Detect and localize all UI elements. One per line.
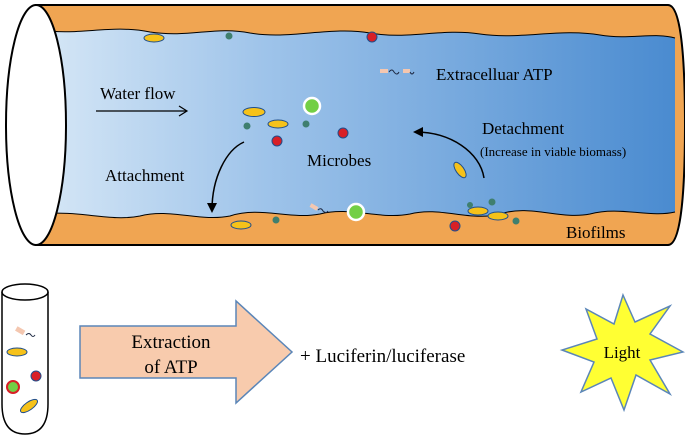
microbe: [6, 347, 28, 357]
microbe: [488, 198, 496, 206]
microbe: [302, 96, 322, 116]
pipe-microbes: [143, 31, 520, 232]
microbe: [453, 161, 467, 179]
microbe: [267, 119, 289, 129]
microbe: [30, 370, 42, 382]
attachment-label: Attachment: [105, 166, 185, 185]
extracellular-atp-label: Extracelluar ATP: [436, 65, 553, 84]
light-label: Light: [604, 343, 641, 362]
microbe: [225, 32, 233, 40]
microbe: [302, 120, 310, 128]
pipe-icon: [5, 4, 685, 246]
microbe: [6, 380, 20, 394]
microbe: [242, 107, 266, 117]
microbe: [487, 211, 509, 221]
microbe: [271, 135, 283, 147]
detachment-arrow: [413, 127, 485, 179]
detachment-label: Detachment: [482, 119, 564, 138]
microbe: [243, 122, 251, 130]
atp-molecule-icon: [380, 69, 415, 75]
water-flow-label: Water flow: [100, 84, 176, 103]
microbe: [19, 398, 39, 414]
microbe: [366, 31, 378, 43]
extraction-label-line2: of ATP: [144, 357, 197, 378]
biofilms-label: Biofilms: [566, 223, 626, 242]
water-channel: [40, 29, 675, 218]
atp-molecule-icon: [309, 203, 329, 213]
microbe: [467, 206, 489, 216]
pipe-opening: [5, 4, 67, 246]
microbe: [143, 33, 165, 43]
extraction-label-line1: Extraction: [131, 332, 211, 353]
microbe: [272, 216, 280, 224]
microbe: [512, 217, 520, 225]
starburst-icon: [559, 292, 685, 413]
water-flow-arrow: [96, 105, 189, 117]
microbe: [337, 127, 349, 139]
big-arrow-icon: [79, 299, 294, 405]
microbes-label: Microbes: [307, 151, 371, 170]
attachment-arrow: [207, 141, 245, 213]
reagent-label: + Luciferin/luciferase: [300, 346, 465, 367]
test-tube-icon: [1, 283, 49, 435]
detachment-note-label: (Increase in viable biomass): [480, 144, 626, 159]
microbe: [449, 220, 461, 232]
microbe: [346, 202, 366, 222]
microbe: [467, 202, 473, 208]
microbe: [230, 220, 252, 230]
